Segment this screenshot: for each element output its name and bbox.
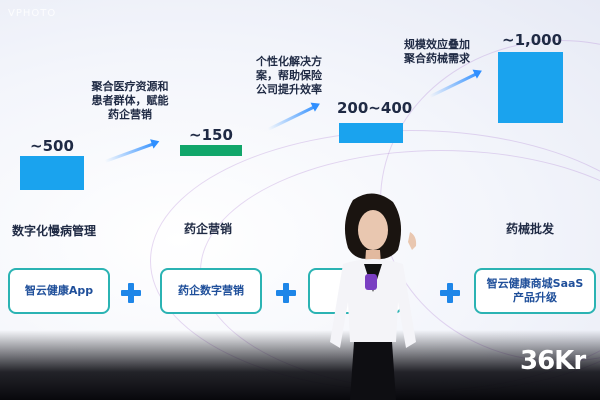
- category-label: 药企营销: [184, 222, 233, 236]
- category-label: 药械批发: [506, 222, 555, 236]
- growth-arrow-icon: [267, 104, 319, 131]
- description-text: 个性化解决方 案，帮助保险 公司提升效率: [256, 55, 322, 96]
- description-text: 规模效应叠加 聚合药械需求: [404, 38, 470, 65]
- product-box: 智云健康App: [8, 268, 110, 314]
- description-text: 聚合医疗资源和 患者群体，赋能 药企营销: [91, 80, 169, 121]
- growth-arrow-icon: [104, 141, 158, 163]
- bar-value: ~1,000: [502, 31, 563, 49]
- watermark: VPHOTO: [8, 8, 57, 19]
- bar-value: ~500: [30, 137, 74, 155]
- plus-icon: [276, 283, 296, 303]
- bar-pharma-marketing: [180, 145, 242, 156]
- plus-icon: [121, 283, 141, 303]
- bar-medical-wholesale: [498, 52, 563, 123]
- bar-insurance: [339, 123, 403, 143]
- bar-digital-chronic: [20, 156, 84, 190]
- category-label: 数字化慢病管理: [12, 224, 97, 238]
- bar-value: ~150: [189, 126, 233, 144]
- bar-value: 200~400: [337, 99, 413, 117]
- plus-icon: [440, 283, 460, 303]
- product-box: 药企数字营销: [160, 268, 262, 314]
- stage-floor: [0, 330, 600, 400]
- speaker-figure: [330, 193, 417, 400]
- product-box: 智云健康商城SaaS 产品升级: [474, 268, 596, 314]
- brand-logo: 36Kr: [520, 346, 586, 376]
